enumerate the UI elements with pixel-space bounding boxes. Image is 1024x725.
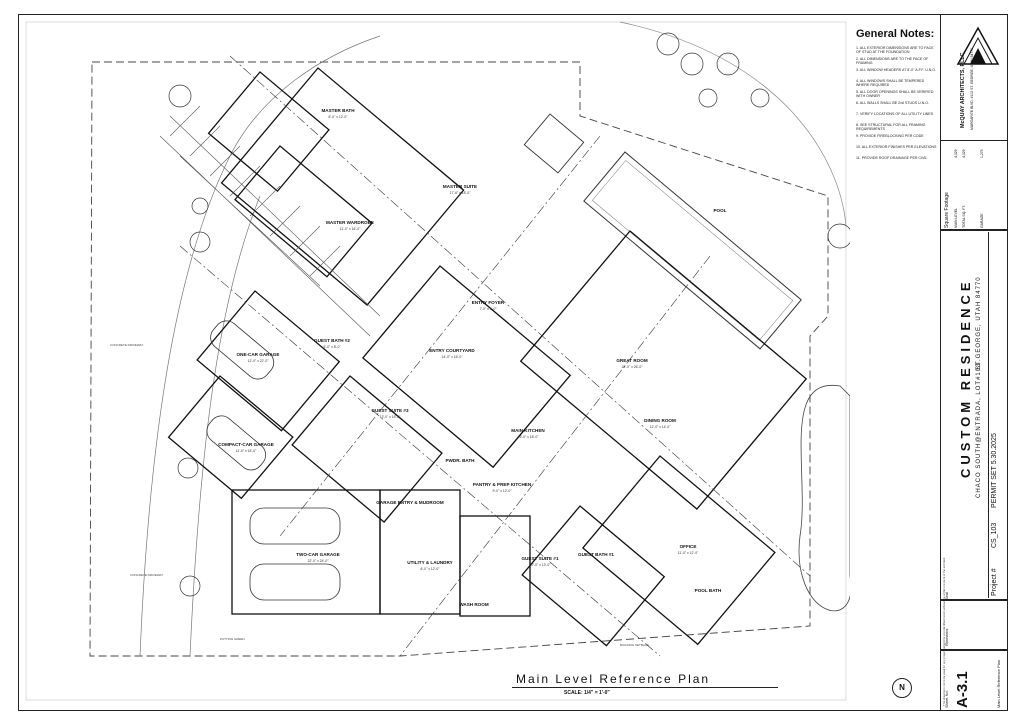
building-footprint [167, 67, 808, 647]
general-note-item: 9. PROVIDE FIREBLOCKING PER CODE [856, 134, 924, 138]
room-label-guest-suite-1: GUEST SUITE #1 [521, 556, 558, 561]
general-note-item: 3. ALL WINDOW HEADERS AT 8'-0" A.F.F. U.… [856, 68, 937, 72]
general-note-item: 5. ALL DOOR OPENINGS SHALL BE VERIFIED W… [856, 90, 934, 99]
project-number-label: Project # [991, 568, 998, 596]
vehicles [206, 320, 341, 601]
room-label-master-suite: MASTER SUITE [443, 184, 477, 189]
room-dim-office: 11'-0" x 12'-0" [678, 551, 699, 555]
room-label-pantry: PANTRY & PREP KITCHEN [473, 482, 532, 487]
room-dim-entry-courtyard: 14'-0" x 16'-0" [442, 355, 464, 359]
room-label-wash-room: WASH ROOM [459, 602, 489, 607]
room-label-guest-suite-3: GUEST SUITE #3 [371, 408, 408, 413]
room-dim-one-car-garage: 12'-0" x 22'-0" [248, 359, 270, 363]
sheet-number-box [940, 650, 1008, 711]
site-label-driveway: CONCRETE DRIVEWAY [110, 343, 143, 347]
site-label-driveway-2: CONCRETE DRIVEWAY [130, 573, 163, 577]
room-label-dining-room: DINING ROOM [644, 418, 676, 423]
room-dim-pantry: 9'-0" x 12'-0" [493, 489, 513, 493]
site-label-putting: PUTTING GREEN [220, 637, 245, 641]
site-label-setback: BUILDING SETBACK [620, 643, 649, 647]
area-row-garage-value: 1,275 [980, 149, 984, 159]
area-row-total-label: TOTAL SQ. FT. [962, 205, 966, 228]
floor-plan-drawing: MASTER BATH 8'-0" x 12'-0" MASTER SUITE … [25, 21, 850, 701]
sheet-number: A-3.1 [954, 671, 971, 708]
room-label-pool-bath: POOL BATH [695, 588, 722, 593]
room-label-master-wardrobe: MASTER WARDROBE [326, 220, 374, 225]
room-dim-master-bath: 8'-0" x 12'-0" [329, 115, 349, 119]
sheet-border [18, 14, 1008, 711]
room-dim-master-wardrobe: 11'-0" x 16'-0" [340, 227, 361, 231]
room-label-powder-bath: PWDR. BATH [445, 458, 475, 463]
room-dim-two-car-garage: 22'-0" x 24'-0" [308, 559, 330, 563]
room-label-garage-entry: GARAGE ENTRY & MUDROOM [376, 500, 444, 505]
disclaimer: This drawing is not to be used for any p… [942, 556, 946, 706]
room-dim-compact-garage: 11'-0" x 18'-0" [236, 449, 257, 453]
room-dim-entry-foyer: 7'-0" x 9'-0" [479, 307, 497, 311]
project-location: CHACO SOUTH@ENTRADA, LOT#103 [976, 362, 982, 498]
room-dim-dining-room: 12'-0" x 14'-0" [650, 425, 672, 429]
area-row-garage-label: GARAGE [980, 213, 984, 228]
room-label-compact-garage: COMPACT-CAR GARAGE [218, 442, 274, 447]
room-label-pool: POOL [713, 208, 726, 213]
general-note-item: 4. ALL WINDOWS SHALL BE TEMPERED WHERE R… [856, 79, 925, 88]
general-note-item: 6. ALL WALLS SHALL BE 2x6 STUDS U.N.O. [856, 101, 930, 105]
general-note-item: 1. ALL EXTERIOR DIMENSIONS ARE TO FACE O… [856, 46, 934, 55]
north-arrow-label: N [899, 683, 905, 692]
firm-logo [956, 26, 1000, 65]
patio-pavers [159, 105, 381, 337]
room-dim-guest-suite-1: 12'-0" x 13'-0" [530, 563, 552, 567]
revisions-box [940, 600, 1008, 650]
general-notes-heading: General Notes: [856, 28, 935, 40]
grid-axes [179, 55, 811, 657]
project-name: CUSTOM RESIDENCE [958, 278, 973, 478]
general-note-item: 2. ALL DIMENSIONS ARE TO THE FACE OF FRA… [856, 57, 929, 66]
firm-name: McQUAY ARCHITECTS, PLLC [960, 52, 966, 128]
room-label-one-car-garage: ONE-CAR GARAGE [237, 352, 280, 357]
project-city: ST.GEORGE, UTAH 84770 [976, 276, 982, 370]
room-label-great-room: GREAT ROOM [616, 358, 647, 363]
area-row-main-label: MAIN LEVEL [954, 208, 958, 228]
area-row-main-value: 4,329 [954, 149, 958, 159]
drawing-scale: SCALE: 1/4" = 1'-0" [564, 690, 610, 696]
room-dim-guest-bath-2: 5'-0" x 8'-0" [323, 345, 341, 349]
setback-line [89, 61, 829, 657]
landscape-trees [168, 32, 850, 597]
drawing-title-underline [512, 687, 778, 688]
square-footage-box [940, 140, 1008, 230]
general-note-item: 11. PROVIDE ROOF DRAINAGE PER CIVIL [856, 156, 928, 160]
general-note-item: 8. SEE STRUCTURAL FOR ALL FRAMING REQUIR… [856, 123, 926, 132]
room-label-utility: UTILITY & LAUNDRY [407, 560, 452, 565]
area-row-total-value: 4,329 [962, 149, 966, 159]
room-dim-guest-suite-3: 13'-0" x 15'-0" [380, 415, 402, 419]
title-block [940, 14, 1009, 711]
permit-set: PERMIT SET 5.30.2025 [991, 433, 998, 508]
north-arrow: N [892, 678, 912, 698]
room-label-guest-bath-2: GUEST BATH #2 [314, 338, 350, 343]
driveway-curve [139, 35, 381, 657]
room-dim-utility: 8'-0" x 12'-0" [421, 567, 441, 571]
pool [583, 151, 802, 350]
sheet-title-small: Main Level Reference Plan [996, 659, 1001, 708]
room-dim-great-room: 22'-0" x 26'-0" [622, 365, 644, 369]
room-dim-master-suite: 17'-6" x 18'-0" [450, 191, 472, 195]
room-label-main-kitchen: MAIN KITCHEN [511, 428, 545, 433]
putting-green [798, 384, 850, 612]
room-label-master-bath: MASTER BATH [321, 108, 355, 113]
project-block [940, 230, 1008, 600]
drawing-title: Main Level Reference Plan [516, 672, 711, 686]
general-note-item: 7. VERIFY LOCATIONS OF ALL UTILITY LINES [856, 112, 934, 116]
room-label-entry-foyer: ENTRY FOYER [472, 300, 505, 305]
square-footage-heading: Square Footage [944, 192, 950, 228]
project-rule [988, 232, 989, 598]
room-label-two-car-garage: TWO-CAR GARAGE [296, 552, 340, 557]
general-note-item: 10. ALL EXTERIOR FINISHES PER ELEVATIONS [856, 145, 937, 149]
project-number: CS_103 [991, 522, 998, 548]
room-label-guest-bath-1: GUEST BATH #1 [578, 552, 614, 557]
firm-address: MARGARITE BLVD. #102 ST. GEORGE, UTAH 84… [970, 47, 974, 130]
room-label-entry-courtyard: ENTRY COURTYARD [429, 348, 475, 353]
room-label-office: OFFICE [680, 544, 697, 549]
room-dim-main-kitchen: 13'-0" x 18'-0" [518, 435, 540, 439]
